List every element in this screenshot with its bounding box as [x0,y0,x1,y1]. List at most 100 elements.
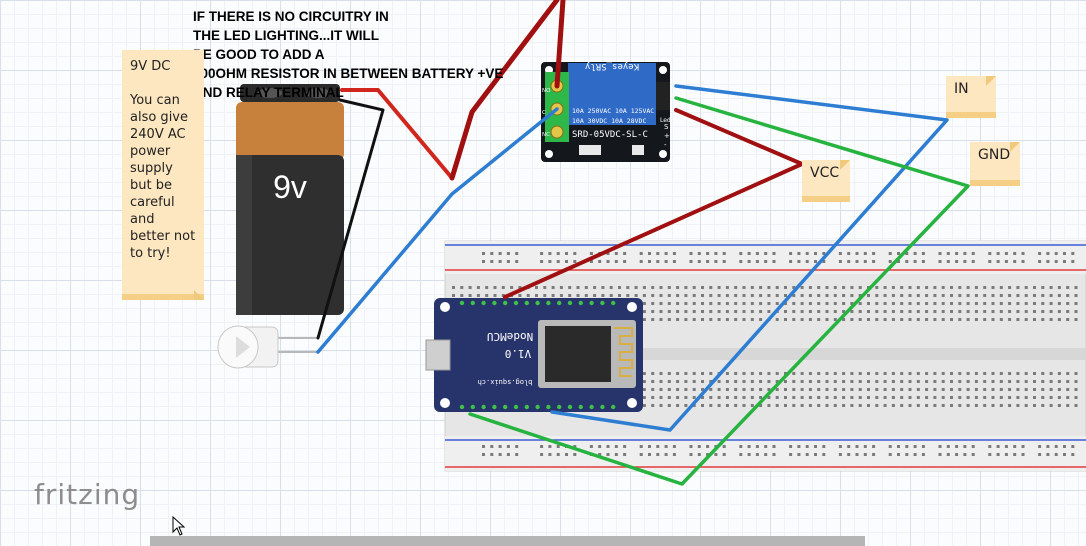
relay-model: SRD-05VDC-SL-C [572,130,648,140]
breadboard-hole [1071,260,1075,263]
breadboard-hole [958,404,962,407]
breadboard-hole [842,380,846,383]
wire-green-gnd[interactable] [468,96,970,486]
breadboard-hole [842,396,846,399]
breadboard-hole [775,380,779,383]
breadboard-hole [991,380,995,383]
breadboard-hole [905,260,909,263]
breadboard-hole [742,318,746,321]
breadboard-hole [814,453,817,456]
breadboard-hole [742,380,746,383]
breadboard-hole [1024,396,1028,399]
breadboard-hole [800,302,804,305]
breadboard-hole [991,318,995,321]
breadboard-hole [1066,310,1070,313]
breadboard-hole [540,453,544,456]
breadboard-hole [1016,404,1020,407]
breadboard-hole [817,310,821,313]
breadboard-hole [817,286,821,289]
breadboard-hole [490,260,494,263]
breadboard-hole [1049,294,1053,297]
breadboard-hole [950,310,953,313]
breadboard-hole [498,445,502,448]
breadboard-hole [747,453,751,456]
breadboard-hole [913,453,917,456]
breadboard-hole [850,388,854,391]
nodemcu-pin [567,300,573,306]
breadboard-hole [651,388,655,391]
label-in[interactable]: IN [946,76,996,118]
breadboard-hole [759,294,763,297]
breadboard-hole [701,286,704,289]
nodemcu-board[interactable] [425,298,643,412]
wire-red-battery[interactable] [340,88,454,180]
breadboard-hole [838,252,842,255]
breadboard-hole [589,445,593,448]
breadboard-hole [468,286,472,289]
breadboard-hole [598,260,602,263]
wire-red-relay-top[interactable] [449,0,560,181]
breadboard-hole [709,396,713,399]
breadboard-hole [535,294,538,297]
label-vcc[interactable]: VCC [802,160,850,202]
breadboard-hole [822,453,826,456]
breadboard-hole [485,286,489,289]
breadboard-hole [775,318,779,321]
breadboard-hole [950,302,953,305]
wire-red-relay-no[interactable] [554,0,566,89]
battery-9v[interactable] [236,84,344,315]
breadboard-hole [1063,252,1066,255]
breadboard-hole [775,294,779,297]
breadboard-hole [734,302,738,305]
breadboard-hole [867,372,870,375]
wire-black-battery-led[interactable] [316,98,385,340]
breadboard-hole [667,302,671,305]
label-gnd[interactable]: GND [970,142,1020,186]
breadboard-hole [1046,252,1050,255]
breadboard-hole [822,445,826,448]
breadboard-hole [991,388,995,391]
breadboard-hole [717,380,721,383]
breadboard-hole [772,445,776,448]
nodemcu-pin [567,404,573,410]
breadboard-hole [717,318,721,321]
breadboard-hole [639,445,643,448]
wire-blue-relay-led[interactable] [316,107,559,354]
wire-blue-in[interactable] [550,84,949,432]
breadboard-hole [817,294,821,297]
breadboard-hole [767,294,771,297]
horizontal-scrollbar[interactable] [150,536,865,546]
breadboard-hole [614,252,618,255]
breadboard-hole [1033,294,1036,297]
breadboard-hole [858,302,862,305]
breadboard-hole [875,310,879,313]
breadboard-hole [482,453,485,456]
breadboard-hole [1008,396,1012,399]
breadboard-hole [623,445,627,448]
breadboard-hole [921,445,925,448]
breadboard-hole [717,302,721,305]
breadboard-hole [642,404,646,407]
breadboard-hole [792,294,796,297]
breadboard-hole [822,260,826,263]
breadboard-hole [1024,404,1028,407]
led[interactable] [217,325,318,369]
breadboard-hole [800,286,804,289]
breadboard-hole [626,286,630,289]
breadboard-hole [913,252,917,255]
breadboard-hole [784,310,787,313]
breadboard-hole [656,252,660,255]
breadboard-hole [850,380,854,383]
nodemcu-pin [535,300,540,306]
breadboard-hole [1033,286,1036,289]
relay-terminal-c: C [542,110,546,116]
nodemcu-pin [578,300,583,306]
breadboard-hole [1074,318,1078,321]
breadboard-hole [759,396,763,399]
battery-note[interactable]: 9V DC You can also give 240V AC power su… [122,50,204,300]
breadboard-hole [556,260,560,263]
breadboard-hole [1033,372,1036,375]
breadboard-hole [867,294,870,297]
breadboard-hole [664,445,668,448]
breadboard-hole [709,294,713,297]
